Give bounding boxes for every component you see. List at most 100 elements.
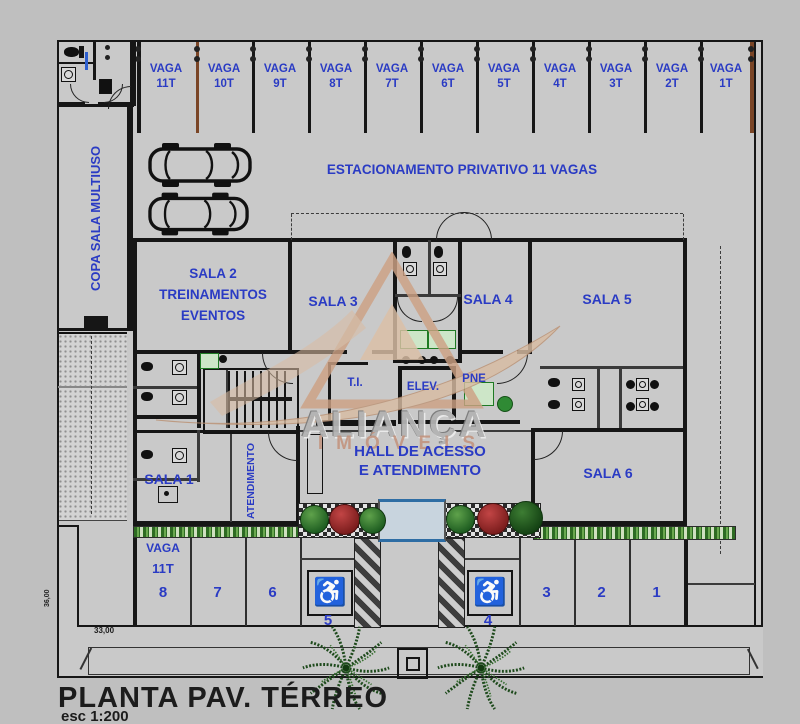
stall-divider xyxy=(586,42,592,133)
stall-divider xyxy=(300,537,302,626)
stall-divider xyxy=(190,537,192,626)
wall xyxy=(93,42,96,80)
stall-divider xyxy=(474,42,480,133)
wall xyxy=(298,430,380,432)
wall xyxy=(57,676,763,678)
stall-divider xyxy=(684,537,688,626)
toilet-fixture xyxy=(402,246,411,258)
stall-divider xyxy=(245,537,247,626)
stall-divider xyxy=(629,537,631,626)
palm-tree-icon xyxy=(437,625,525,710)
wall xyxy=(540,366,683,369)
ramp-divider xyxy=(58,386,127,388)
wall xyxy=(440,420,520,424)
toilet-fixture xyxy=(141,392,153,401)
wall xyxy=(197,350,201,428)
stall-divider xyxy=(519,537,521,626)
wall xyxy=(288,238,292,354)
main-entrance-door[interactable] xyxy=(378,499,446,542)
wall xyxy=(133,430,298,434)
wall xyxy=(428,240,431,294)
fixture-dot xyxy=(626,402,635,411)
sink-fixture xyxy=(172,448,187,463)
room-label-sala4: SALA 4 xyxy=(463,291,513,307)
wall xyxy=(59,62,93,64)
room-label-sala1: SALA 1 xyxy=(144,471,194,487)
toilet-fixture xyxy=(141,450,153,459)
wall xyxy=(533,521,687,526)
corridor-dashed-line xyxy=(720,246,721,554)
toilet-fixture xyxy=(548,400,560,409)
dimension-horizontal: 33,00 xyxy=(94,626,115,635)
wall xyxy=(531,428,535,525)
stall-number: 7 xyxy=(213,584,222,601)
watermark-name: ALIANÇA xyxy=(301,404,489,445)
walkway-line xyxy=(463,558,519,560)
stall-divider xyxy=(306,42,312,133)
wall xyxy=(98,102,134,105)
fixture-dot xyxy=(650,402,659,411)
bush xyxy=(359,507,386,534)
sink-fixture xyxy=(572,378,585,391)
car-icon xyxy=(148,192,249,236)
wall xyxy=(57,328,134,331)
stall-divider xyxy=(362,42,368,133)
alianca-logo xyxy=(155,252,561,425)
hall-label-line1: HALL DE ACESSO xyxy=(354,443,486,460)
wall xyxy=(528,238,532,354)
canopy-dashed-line xyxy=(291,214,292,240)
room-label-elev: ELEV. xyxy=(406,381,440,393)
watermark-subtitle: IMÓVEIS xyxy=(317,433,489,454)
wall xyxy=(127,104,133,330)
stall-divider xyxy=(250,42,256,133)
stall-divider xyxy=(642,42,648,133)
sink-fixture xyxy=(403,262,417,276)
stall-number: 4 xyxy=(483,612,493,629)
stall-number: 3 xyxy=(542,584,551,601)
wall xyxy=(328,362,368,365)
wheelchair-icon: ♿ xyxy=(307,570,353,616)
wall xyxy=(316,420,396,426)
wall xyxy=(133,415,199,419)
stall-number: 2 xyxy=(597,584,606,601)
hedge-strip xyxy=(133,526,299,538)
toilet-fixture xyxy=(79,46,84,58)
parking-banner: ESTACIONAMENTO PRIVATIVO 11 VAGAS xyxy=(326,162,598,177)
canopy-dashed-line xyxy=(291,213,683,214)
fixture-dot xyxy=(430,356,438,364)
stall-divider xyxy=(698,42,704,133)
fixture-dot xyxy=(650,380,659,389)
room-label-ti: T.I. xyxy=(347,377,363,389)
ramp-hatch xyxy=(438,538,465,628)
toilet-fixture xyxy=(434,246,443,258)
room-label-sala6: SALA 6 xyxy=(583,465,633,481)
bush xyxy=(446,505,475,534)
hall-label-line2: E ATENDIMENTO xyxy=(358,462,482,479)
door-sill xyxy=(84,316,108,329)
wall xyxy=(619,366,622,428)
sala2-line3: EVENTOS xyxy=(180,307,246,323)
sala2-line1: SALA 2 xyxy=(189,266,237,281)
wall xyxy=(687,583,755,585)
fixture-dot xyxy=(626,380,635,389)
wall xyxy=(130,42,136,106)
hedge-strip xyxy=(533,526,736,540)
wall xyxy=(57,40,763,42)
stall-divider xyxy=(748,42,754,133)
fixture-dot xyxy=(164,491,169,496)
wall xyxy=(57,104,134,107)
wall xyxy=(133,238,137,528)
sink-fixture xyxy=(636,378,649,391)
room-label-sala5: SALA 5 xyxy=(582,291,632,307)
stall-number: 1 xyxy=(652,584,661,601)
stair-rail xyxy=(228,397,292,401)
wall xyxy=(393,238,397,362)
